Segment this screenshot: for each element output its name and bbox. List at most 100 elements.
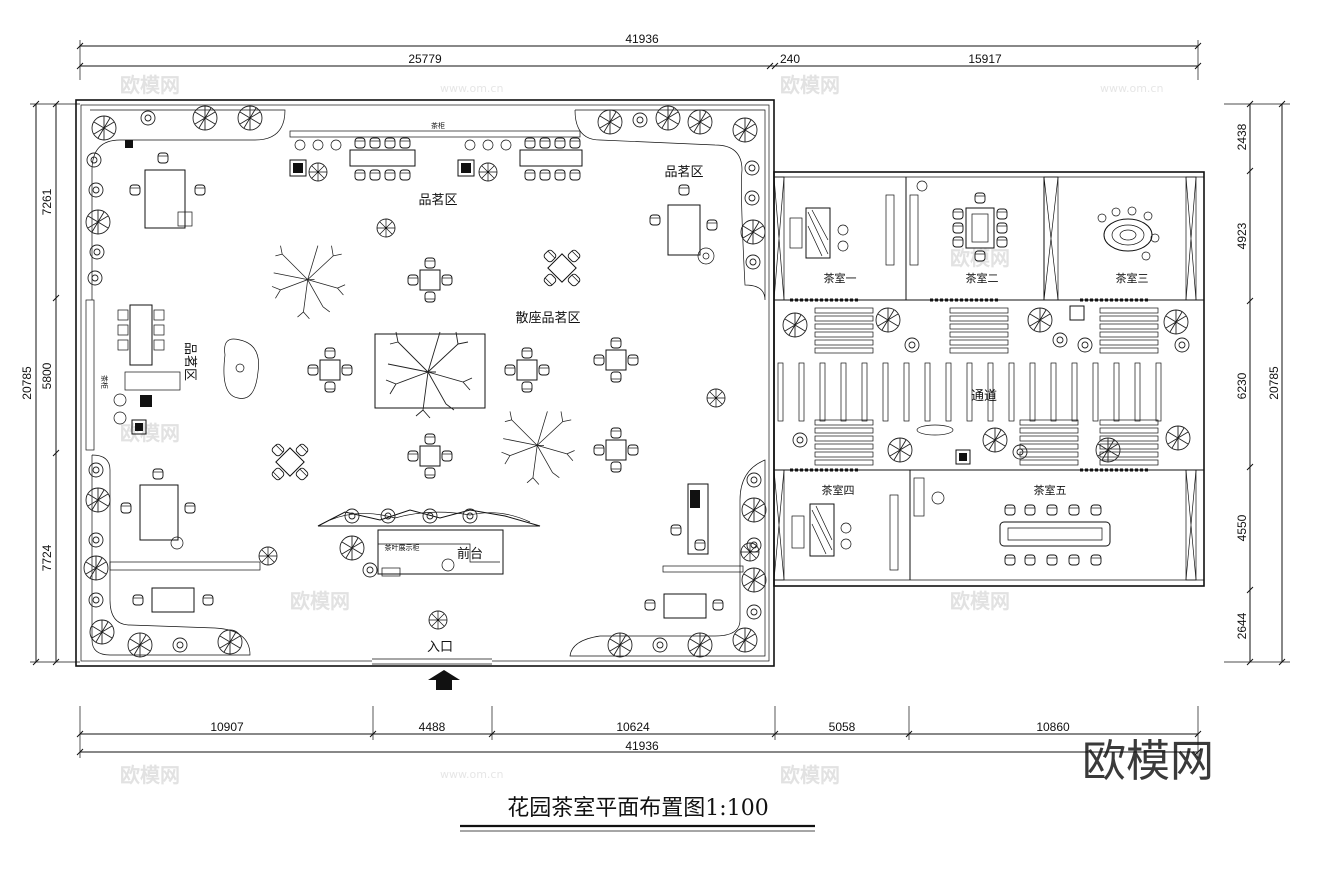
dim-right-5: 2644 — [1235, 612, 1249, 639]
label-scatter-seating: 散座品茗区 — [515, 311, 580, 326]
dim-left-1: 7261 — [40, 188, 54, 215]
dim-top-gap: 240 — [780, 52, 800, 66]
paving-slat — [1019, 419, 1079, 426]
watermark-brand: 欧模网 — [780, 763, 840, 787]
tasting-right: 品茗区 — [649, 165, 718, 265]
dim-bottom-3: 10624 — [616, 720, 650, 734]
paving-slat — [966, 362, 973, 422]
paving-slat — [814, 419, 874, 426]
label-cabinet-side: 茶柜 — [100, 375, 109, 389]
entrance: 入口 — [427, 640, 460, 690]
watermark-brand: 欧模网 — [120, 763, 180, 787]
dimension-bottom: 10907 4488 10624 5058 10860 41936 — [76, 706, 1202, 758]
paving-slat — [949, 339, 1009, 346]
drawing-title: 花园茶室平面布置图1:100 — [507, 796, 768, 821]
label-room-2: 茶室二 — [966, 271, 999, 285]
paving-slat — [949, 315, 1009, 322]
dim-bottom-5: 10860 — [1036, 720, 1070, 734]
main-hall-walls — [75, 99, 775, 667]
watermark-brand: 欧模网 — [120, 421, 180, 445]
watermark-url: www.om.cn — [440, 768, 503, 781]
dim-right-total: 20785 — [1267, 366, 1281, 400]
paving-slat — [949, 331, 1009, 338]
dim-top-right: 15917 — [968, 52, 1002, 66]
tea-room-4: 茶室四 — [791, 483, 899, 571]
paving-slat — [949, 323, 1009, 330]
dim-bottom-4: 5058 — [829, 720, 856, 734]
label-room-5: 茶室五 — [1034, 483, 1067, 497]
garden-planting — [83, 105, 767, 658]
paving-slat — [987, 362, 994, 422]
corridor-plants — [782, 305, 1191, 465]
label-room-1: 茶室一 — [824, 271, 857, 285]
watermark-brand: 欧模网 — [120, 73, 180, 97]
paving-slat — [814, 339, 874, 346]
paving-slat — [1099, 331, 1159, 338]
dim-bottom-1: 10907 — [210, 720, 244, 734]
dim-top-left: 25779 — [408, 52, 442, 66]
paving-slat — [1099, 443, 1159, 450]
paving-slat — [1029, 362, 1036, 422]
tea-counter-area: 茶柜 品茗区 — [289, 121, 583, 208]
dim-left-2: 5800 — [40, 362, 54, 389]
dimension-left: 20785 7261 5800 7724 — [20, 100, 80, 666]
dim-bottom-total: 41936 — [625, 739, 659, 753]
paving-slat — [814, 331, 874, 338]
corridor-paving — [777, 307, 1162, 466]
paving-slat — [1099, 451, 1159, 458]
label-tasting-left: 品茗区 — [182, 342, 197, 381]
paving-slat — [814, 323, 874, 330]
watermark-brand: 欧模网 — [290, 589, 350, 613]
paving-slat — [949, 307, 1009, 314]
paving-slat — [777, 362, 784, 422]
right-wing-walls — [773, 171, 1205, 587]
paving-slat — [1092, 362, 1099, 422]
label-entrance: 入口 — [427, 640, 453, 655]
paving-slat — [1071, 362, 1078, 422]
paving-slat — [1113, 362, 1120, 422]
dim-right-4: 4550 — [1235, 514, 1249, 541]
paving-slat — [1099, 323, 1159, 330]
paving-slat — [840, 362, 847, 422]
label-tea-counter: 茶柜 — [431, 121, 445, 130]
paving-slat — [1099, 419, 1159, 426]
label-room-3: 茶室三 — [1116, 271, 1149, 285]
paving-slat — [1099, 435, 1159, 442]
paving-slat — [1019, 427, 1079, 434]
reception-area: 茶叶展示柜 前台 — [317, 508, 541, 578]
paving-slat — [814, 443, 874, 450]
paving-slat — [1050, 362, 1057, 422]
dim-top-total: 41936 — [625, 32, 659, 46]
paving-slat — [814, 347, 874, 354]
label-tasting-right: 品茗区 — [664, 165, 703, 180]
paving-slat — [1099, 459, 1159, 466]
watermark-brand: 欧模网 — [950, 589, 1010, 613]
watermark-url: www.om.cn — [1100, 82, 1163, 95]
paving-slat — [798, 362, 805, 422]
tea-set-bottom-left — [109, 468, 261, 613]
paving-slat — [1008, 362, 1015, 422]
watermark-layer: 欧模网 www.om.cn 欧模网 www.om.cn 欧模网 欧模网 欧模网 … — [120, 73, 1214, 787]
drawing-title-block: 花园茶室平面布置图1:100 — [460, 796, 815, 832]
scatter-seating: 散座品茗区 — [259, 218, 726, 630]
paving-slat — [1099, 339, 1159, 346]
label-tasting-top: 品茗区 — [418, 193, 457, 208]
paving-slat — [949, 347, 1009, 354]
paving-slat — [1099, 347, 1159, 354]
tea-set-bottom-right — [644, 483, 760, 619]
paving-slat — [814, 427, 874, 434]
paving-slat — [1099, 427, 1159, 434]
dimension-right: 2438 4923 6230 4550 2644 20785 — [1224, 100, 1290, 666]
paving-slat — [814, 435, 874, 442]
tea-set-top-left — [125, 140, 206, 229]
dim-bottom-2: 4488 — [419, 720, 446, 734]
dim-right-1: 2438 — [1235, 123, 1249, 150]
tea-room-5: 茶室五 — [913, 477, 1111, 566]
dimension-top: 41936 25779 240 15917 — [76, 32, 1202, 80]
paving-slat — [1019, 459, 1079, 466]
paving-slat — [882, 362, 889, 422]
paving-slat — [1019, 443, 1079, 450]
label-display: 茶叶展示柜 — [385, 543, 420, 552]
paving-slat — [819, 362, 826, 422]
dim-right-2: 4923 — [1235, 222, 1249, 249]
